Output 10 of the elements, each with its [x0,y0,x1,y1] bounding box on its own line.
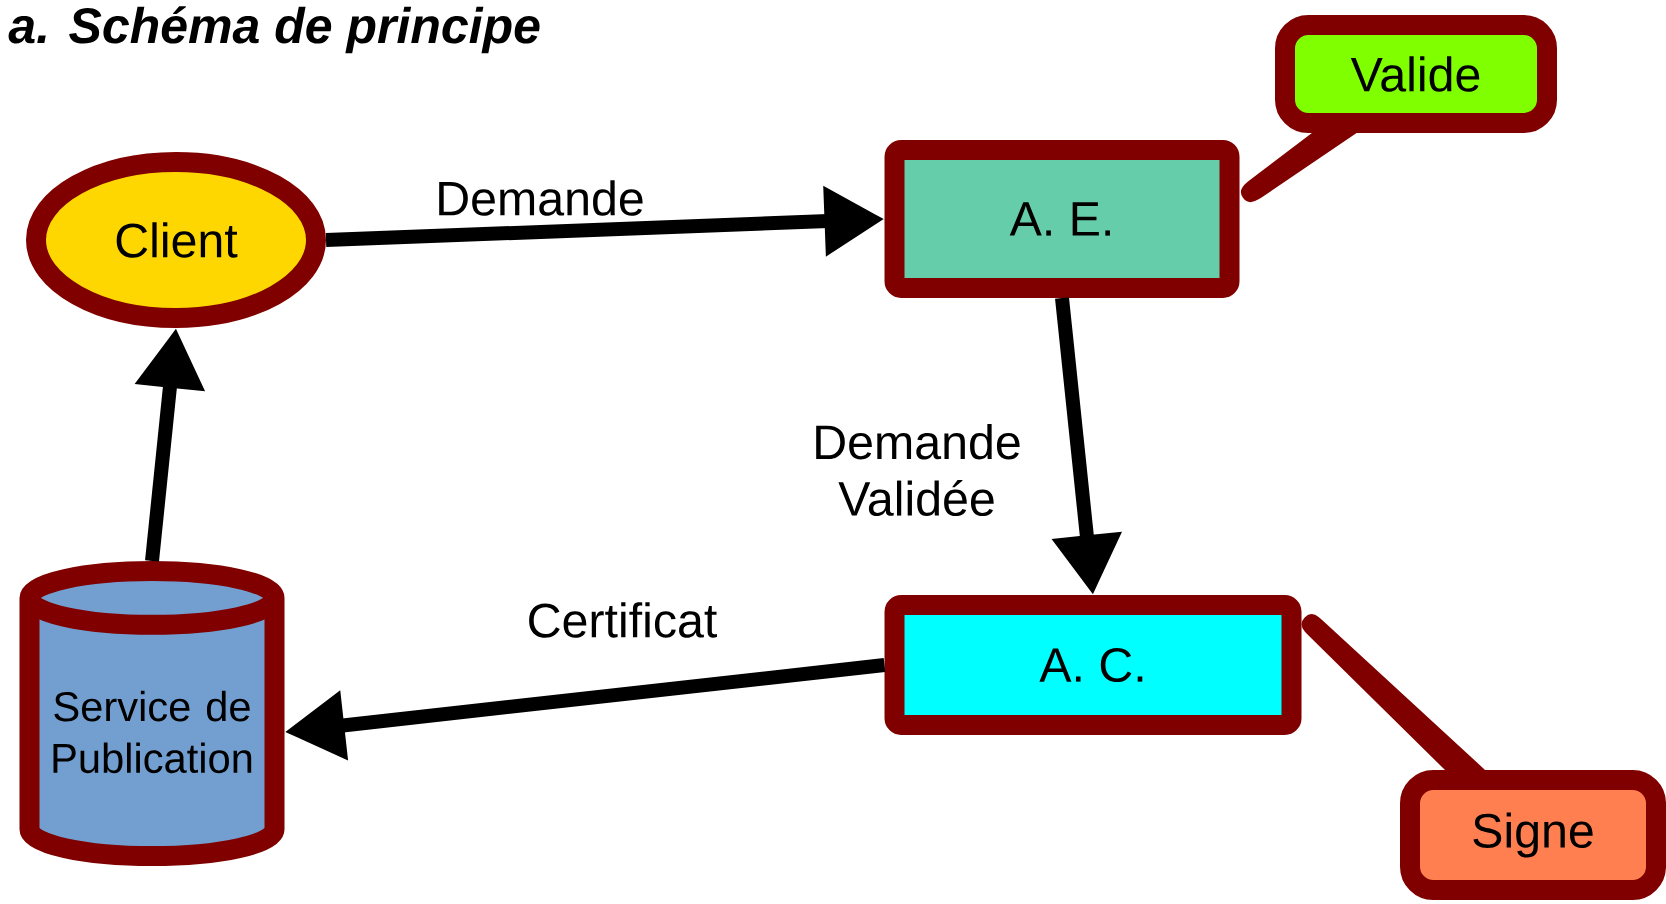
database-cylinder: Service de Publication [19,561,285,867]
edge-label: Certificat [523,598,721,642]
process-box: A. E. [884,140,1240,298]
process-box: A. C. [884,595,1302,735]
speech-callout: Signe [1301,614,1666,900]
speech-callout: Valide [1241,15,1557,203]
title: a. Schéma de principe [8,6,540,54]
ellipse-node: Client [26,152,326,328]
edge-label: Demande [431,176,649,220]
edge-label: Demande Validée [793,420,1041,520]
